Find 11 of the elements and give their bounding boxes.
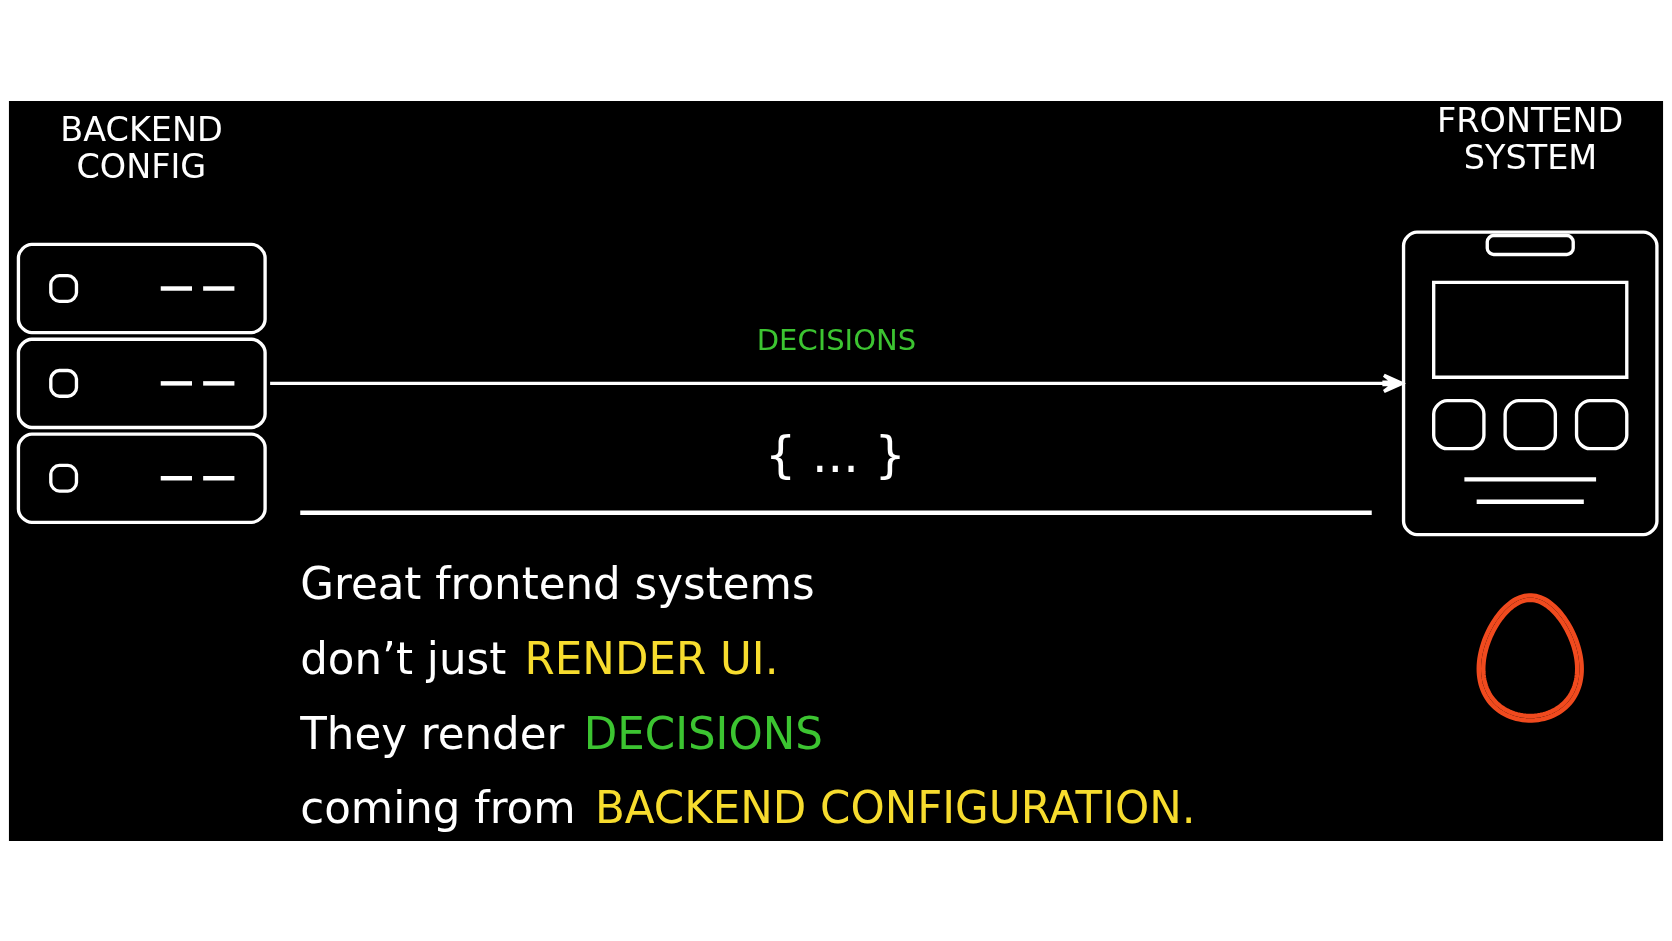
label: RENDER UI. (524, 633, 779, 684)
label: Great frontend systems (300, 558, 815, 609)
label: DECISIONS (583, 708, 823, 759)
label: { ... } (765, 425, 906, 484)
label: don’t just (300, 633, 507, 684)
label: BACKEND CONFIGURATION. (594, 782, 1196, 833)
label: coming from (300, 782, 576, 833)
node-label: FRONTEND SYSTEM (1437, 100, 1624, 177)
node-label: BACKEND CONFIG (60, 109, 223, 186)
label: They render (300, 708, 565, 759)
edge-label: DECISIONS (756, 322, 917, 357)
